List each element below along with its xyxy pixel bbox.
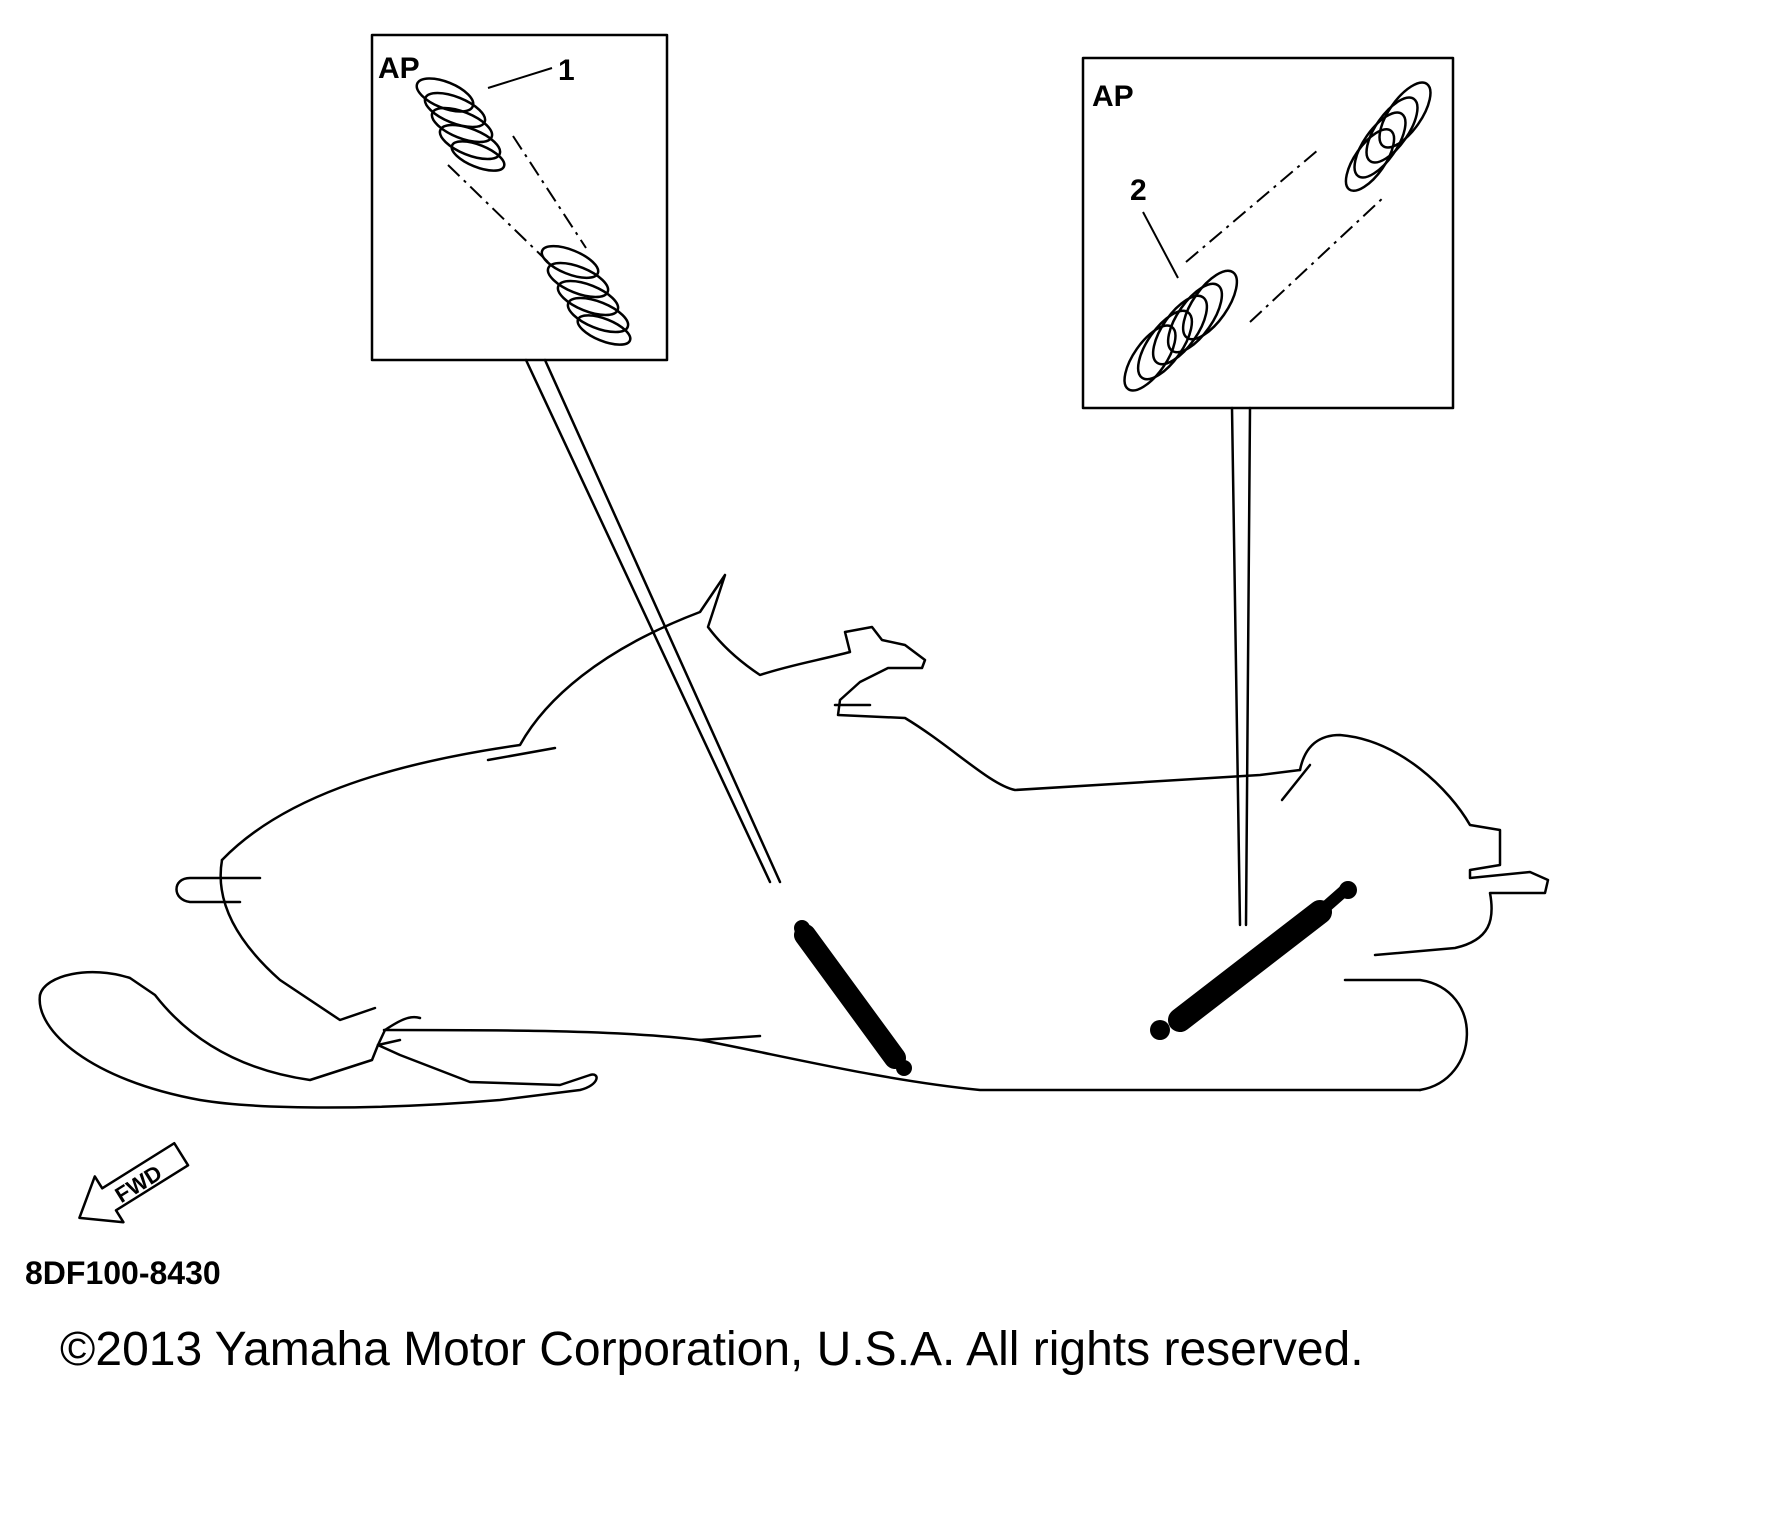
inset-box-right: AP 2 (1081, 56, 1455, 410)
inset-box-left: AP 1 (370, 33, 669, 362)
inset-left-tag: AP (378, 52, 420, 85)
spring-2-lower-coil (1123, 269, 1239, 392)
snowmobile-outline (38, 573, 1550, 1109)
callout-2-leader (1142, 211, 1179, 279)
inset-right-tag: AP (1092, 80, 1134, 113)
spring-1-lower-coil (540, 244, 632, 346)
inset-left-pointer (524, 358, 782, 884)
inset-right-pointer (1230, 406, 1252, 927)
copyright-notice: ©2013 Yamaha Motor Corporation, U.S.A. A… (60, 1323, 1364, 1376)
spring-1-upper-coil (415, 77, 506, 172)
callout-1-leader (487, 67, 553, 89)
callout-1-label: 1 (558, 54, 575, 87)
fwd-label: FWD (111, 1160, 167, 1208)
callout-2-label: 2 (1130, 174, 1147, 207)
rear-shock-absorber (1150, 881, 1357, 1040)
spring-2-upper-coil (1344, 81, 1432, 192)
diagram-code: 8DF100-8430 (25, 1255, 221, 1291)
front-shock-absorber (794, 920, 912, 1076)
fwd-arrow-icon: FWD (78, 1141, 190, 1224)
